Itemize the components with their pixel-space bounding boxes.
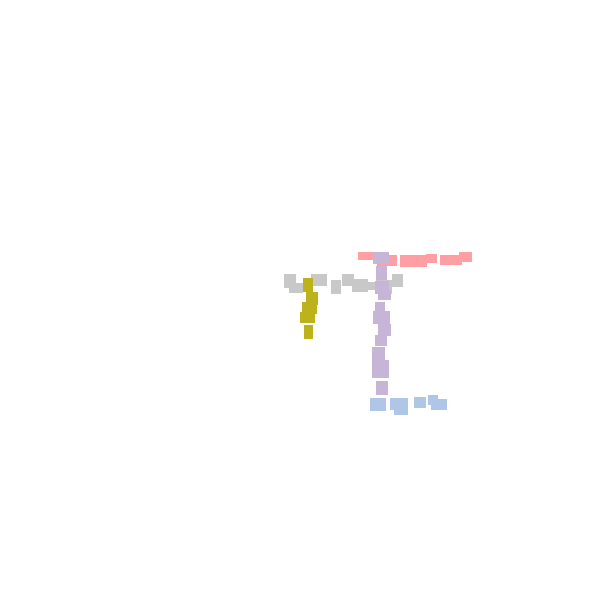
lavender-block [372, 360, 389, 378]
gray-block [289, 283, 303, 293]
lavender-block-column [372, 252, 391, 395]
gray-block [392, 274, 403, 287]
olive-block-stack [300, 278, 318, 339]
light-blue-block-row [370, 395, 447, 415]
gray-block [342, 274, 354, 286]
gray-block [366, 282, 376, 290]
gray-block [311, 274, 327, 286]
olive-block [306, 292, 318, 305]
lavender-block [378, 290, 391, 300]
pink-block [400, 255, 427, 267]
light-blue-block [414, 397, 426, 408]
lavender-block [378, 324, 391, 336]
light-blue-block [394, 404, 408, 415]
olive-block [303, 278, 313, 292]
lavender-block [373, 311, 390, 324]
olive-block [304, 325, 313, 339]
lavender-block [372, 347, 385, 361]
lavender-block [375, 302, 385, 314]
olive-block [302, 302, 317, 314]
lavender-block [375, 335, 387, 346]
pink-block [358, 252, 375, 260]
gray-block [352, 279, 368, 292]
gray-block [331, 280, 341, 294]
pink-block [426, 254, 437, 263]
lavender-block [373, 252, 389, 264]
light-blue-block [431, 399, 447, 410]
lavender-block [376, 266, 387, 280]
pink-block [459, 252, 472, 262]
light-blue-block [370, 398, 386, 411]
olive-block [300, 312, 315, 323]
pink-block [440, 255, 462, 265]
lavender-block [376, 381, 388, 395]
